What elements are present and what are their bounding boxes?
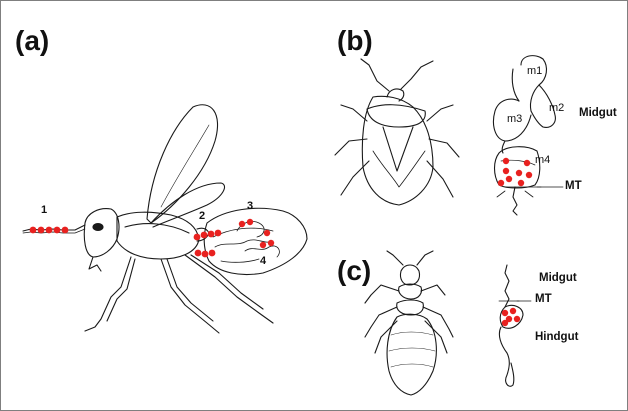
marker-1: 1 <box>41 205 47 216</box>
wasp-head <box>84 209 119 257</box>
wasp-thorax <box>117 212 199 259</box>
termite-abdomen <box>387 314 436 395</box>
termite-drawing <box>365 251 523 395</box>
segment-m1: m1 <box>527 66 542 77</box>
segment-m4: m4 <box>535 155 550 166</box>
marker-2: 2 <box>199 211 205 222</box>
symbiont-dots-b <box>498 158 532 186</box>
segment-m3: m3 <box>507 114 522 125</box>
bug-legs <box>335 105 459 197</box>
symbiont-dots-c <box>502 308 520 326</box>
region-midgut-b: Midgut <box>579 108 617 120</box>
marker-4: 4 <box>260 256 266 267</box>
symbiont-dots-a <box>30 219 275 258</box>
termite-legs <box>365 285 453 353</box>
mt-label-b: MT <box>565 181 582 193</box>
mt-label-c: MT <box>535 294 552 306</box>
stink-bug-drawing <box>335 56 555 215</box>
panel-label-b: (b) <box>337 27 373 55</box>
marker-3: 3 <box>247 201 253 212</box>
region-midgut-c: Midgut <box>539 273 577 285</box>
wasp-abdomen <box>204 208 307 274</box>
bug-gut-m1 <box>521 56 546 111</box>
panel-label-a: (a) <box>15 27 49 55</box>
region-hindgut-c: Hindgut <box>535 332 578 344</box>
segment-m2: m2 <box>549 103 564 114</box>
panel-label-c: (c) <box>337 257 371 285</box>
wasp-drawing <box>23 105 307 333</box>
wasp-leg-middle <box>161 259 219 333</box>
